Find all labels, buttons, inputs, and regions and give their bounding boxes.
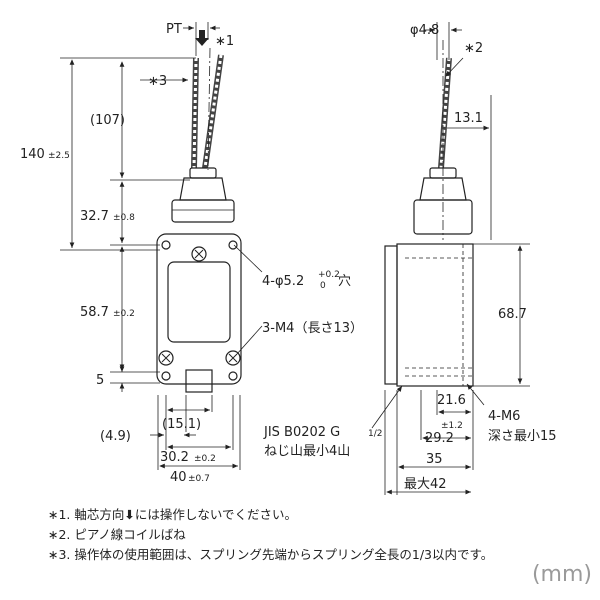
dim-13-1: 13.1 [454,111,483,126]
mount-hole-tl-icon [161,240,171,250]
dim-30-2: 30.2 [160,450,189,465]
head-base [171,199,235,223]
screw-left-icon [158,350,174,366]
axial-arrow-icon [195,30,209,46]
screw-label: 3-M4（長さ13） [262,321,363,336]
hole-tol-top: +0.2 [318,270,340,280]
front-view [156,47,242,393]
hole-tol-bottom: 0 [320,281,326,291]
note-1: ∗1. 軸芯方向⬇には操作しないでください。 [48,504,297,523]
side-view [384,40,474,387]
side-head-base [413,199,473,235]
m6-sub: 深さ最小15 [488,429,557,444]
dim-4-9: (4.9) [100,429,131,444]
body-window [167,261,231,343]
dim-1-2: ±1.2 [441,421,463,431]
note-ref-2: ∗2 [464,41,483,56]
unit-label: (mm) [531,562,592,587]
note-3: ∗3. 操作体の使用範囲は、スプリング先端からスプリング全長の1/3以内です。 [48,547,494,562]
conduit-port [185,369,213,393]
switch-body [156,233,242,385]
front-dimensions [60,22,263,470]
jis-label: JIS B0202 G [263,425,340,440]
dim-32-7-tol: ±0.8 [113,213,135,223]
dim-max-42: 最大42 [404,477,447,492]
head-cap [179,177,227,201]
dim-35: 35 [426,452,443,467]
mount-hole-br-icon [228,371,238,381]
pt-label: PT [166,22,182,37]
mount-hole-tr-icon [228,240,238,250]
dim-107: (107) [90,113,125,128]
dim-29-2: 29.2 [425,431,454,446]
dim-40-tol: ±0.7 [188,474,210,484]
dim-32-7: 32.7 [80,209,109,224]
dim-140-tol: ±2.5 [48,151,70,161]
mount-hole-bl-icon [161,371,171,381]
dim-58-7-tol: ±0.2 [113,309,135,319]
note-2: ∗2. ピアノ線コイルばね [48,527,186,542]
note-1-suffix: には操作しないでください。 [134,507,297,522]
hole-label: 4-φ5.2 [262,274,304,289]
note-ref-3: ∗3 [148,74,167,89]
spring-wires [191,47,224,171]
dim-140: 140 [20,147,45,162]
screw-right-icon [225,350,241,366]
dim-21-6: 21.6 [437,393,466,408]
note-ref-1: ∗1 [215,34,234,49]
dim-15-1: (15.1) [162,417,201,432]
side-dimensions [371,22,530,495]
dim-68-7: 68.7 [498,307,527,322]
phi-4-8: φ4.8 [410,23,439,38]
dim-30-2-tol: ±0.2 [194,454,216,464]
side-body [396,243,474,387]
m6-label: 4-M6 [488,409,520,424]
dim-40: 40 [170,470,187,485]
side-cover [384,245,398,385]
dim-58-7: 58.7 [80,305,109,320]
plunger-top [189,167,217,179]
note-1-prefix: ∗1. 軸芯方向 [48,507,125,522]
jis-sub: ねじ山最小4山 [264,444,350,459]
jis-fraction: 1/2 [368,429,382,439]
dim-5: 5 [96,373,104,388]
hole-suffix: 穴 [338,274,351,289]
screw-top-icon [191,246,207,262]
down-arrow-icon: ⬇ [124,507,135,522]
